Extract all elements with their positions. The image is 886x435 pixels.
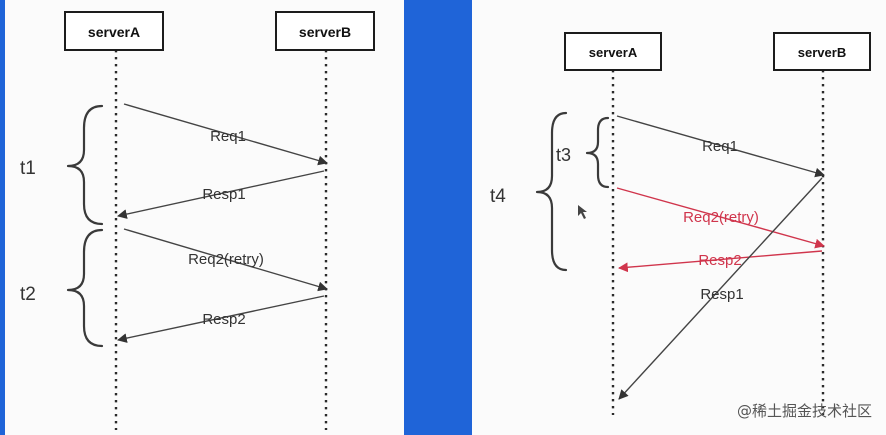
left-arrow-req1 bbox=[123, 103, 328, 166]
left-arrow-req2 bbox=[123, 228, 328, 292]
right-label-resp2: Resp2 bbox=[698, 252, 741, 269]
right-node-server-b: serverB bbox=[773, 32, 871, 71]
left-node-server-a: serverA bbox=[64, 11, 164, 51]
left-brace-t1 bbox=[66, 104, 104, 226]
right-arrow-req2-retry bbox=[616, 187, 825, 249]
left-label-req1: Req1 bbox=[210, 128, 246, 145]
right-node-server-b-label: serverB bbox=[798, 45, 846, 60]
right-arrow-resp1 bbox=[618, 177, 823, 400]
panel-divider bbox=[404, 0, 472, 435]
left-label-resp1: Resp1 bbox=[202, 186, 245, 203]
right-label-t3: t3 bbox=[556, 145, 571, 165]
right-node-server-a-label: serverA bbox=[589, 45, 638, 60]
right-arrow-req1 bbox=[616, 115, 825, 178]
right-label-resp1: Resp1 bbox=[700, 286, 743, 303]
left-label-t1: t1 bbox=[20, 158, 36, 179]
right-node-server-a: serverA bbox=[564, 32, 662, 71]
right-panel bbox=[472, 0, 886, 435]
left-brace-t2 bbox=[66, 228, 104, 348]
mouse-cursor-icon bbox=[578, 205, 587, 219]
left-arrow-resp1 bbox=[117, 170, 325, 219]
left-panel bbox=[0, 0, 404, 435]
left-label-req2: Req2(retry) bbox=[188, 251, 264, 268]
watermark: @稀土掘金技术社区 bbox=[736, 402, 872, 420]
right-diagram: serverA serverB Req1 Req2(retry) Resp2 R… bbox=[490, 32, 871, 415]
right-arrow-resp2 bbox=[618, 250, 823, 273]
right-brace-t4 bbox=[535, 111, 568, 272]
left-node-server-b-label: serverB bbox=[299, 24, 351, 40]
right-label-t4: t4 bbox=[490, 186, 506, 207]
left-diagram: serverA serverB Req1 Resp1 Req2(retry) R… bbox=[20, 11, 375, 430]
left-label-resp2: Resp2 bbox=[202, 311, 245, 328]
right-brace-t3 bbox=[585, 116, 610, 189]
right-label-req2-retry: Req2(retry) bbox=[683, 209, 759, 226]
left-node-server-a-label: serverA bbox=[88, 24, 140, 40]
right-label-req1: Req1 bbox=[702, 138, 738, 155]
left-label-t2: t2 bbox=[20, 284, 36, 305]
left-node-server-b: serverB bbox=[275, 11, 375, 51]
left-arrow-resp2 bbox=[117, 295, 325, 343]
left-edge-strip bbox=[0, 0, 5, 435]
